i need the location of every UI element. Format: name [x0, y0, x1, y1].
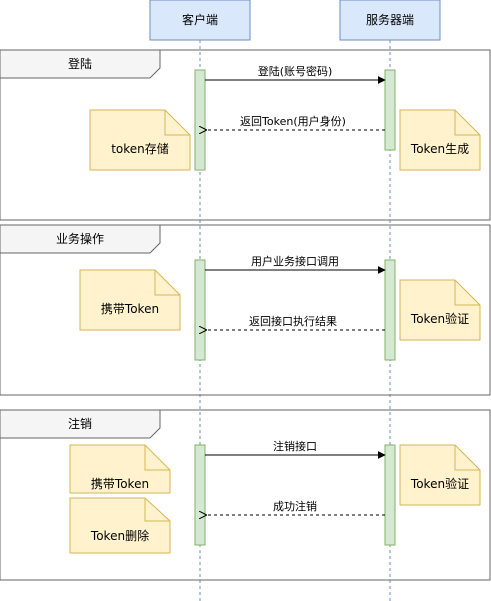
- client-note[interactable]: Token删除: [69, 497, 171, 554]
- client-note[interactable]: 携带Token: [69, 444, 171, 494]
- server-note[interactable]: Token验证: [399, 444, 481, 506]
- server-note-text: Token生成: [410, 142, 469, 156]
- frame-login: 登陆: [0, 49, 491, 221]
- server-activation: [384, 444, 396, 546]
- client-activation: [194, 69, 206, 171]
- frame-title: 登陆: [68, 56, 92, 71]
- request-label: 登陆(账号密码): [258, 64, 333, 78]
- client-note-text: Token删除: [90, 528, 149, 543]
- server-note-text: Token验证: [410, 476, 469, 491]
- client-label: 客户端: [182, 12, 218, 27]
- server-participant[interactable]: 服务器端: [339, 0, 441, 41]
- server-note[interactable]: Token验证: [399, 279, 481, 341]
- client-note-text: 携带Token: [101, 301, 159, 316]
- server-note[interactable]: Token生成: [399, 109, 481, 171]
- frame-title: 业务操作: [56, 231, 104, 246]
- frame-title: 注销: [68, 416, 92, 431]
- server-label: 服务器端: [366, 12, 414, 27]
- request-label: 注销接口: [273, 439, 317, 453]
- client-activation: [194, 444, 206, 546]
- response-label: 返回接口执行结果: [249, 314, 337, 328]
- response-label: 返回Token(用户身份): [240, 114, 346, 128]
- request-label: 用户业务接口调用: [251, 254, 339, 268]
- server-activation: [384, 259, 396, 361]
- client-note[interactable]: token存储: [89, 109, 191, 171]
- client-note-text: token存储: [111, 141, 169, 156]
- client-activation: [194, 259, 206, 361]
- client-note[interactable]: 携带Token: [79, 269, 181, 331]
- client-participant[interactable]: 客户端: [149, 0, 251, 41]
- frame-logout: 注销: [0, 409, 491, 581]
- response-label: 成功注销: [273, 499, 317, 513]
- server-activation: [384, 69, 396, 151]
- frame-business: 业务操作: [0, 224, 491, 396]
- server-note-text: Token验证: [410, 311, 469, 326]
- client-note-text: 携带Token: [91, 476, 149, 491]
